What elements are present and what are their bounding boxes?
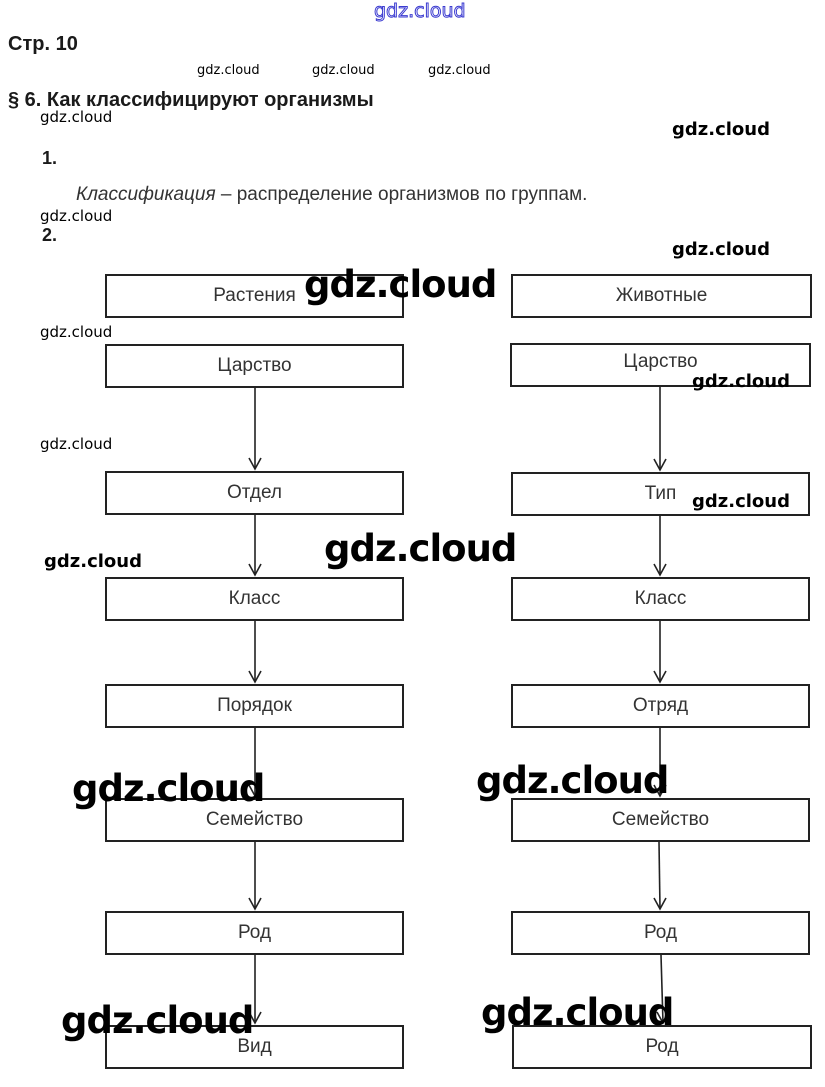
animals-level-box: Род: [511, 911, 810, 955]
arrow-down-icon: [248, 728, 262, 798]
watermark: gdz.cloud: [374, 0, 467, 23]
watermark: gdz.cloud: [40, 323, 113, 341]
arrow-down-icon: [248, 842, 262, 911]
watermark: gdz.cloud: [40, 207, 113, 225]
animals-level-genus-2: Род: [645, 1036, 679, 1057]
watermark: gdz.cloud: [476, 759, 669, 802]
arrow-down-icon: [653, 387, 667, 472]
watermark: gdz.cloud: [692, 491, 790, 512]
watermark: gdz.cloud: [481, 991, 674, 1034]
definition-body: – распределение организмов по группам.: [215, 184, 588, 205]
plants-level-box: Семейство: [105, 798, 404, 842]
animals-level-box: Отряд: [511, 684, 810, 728]
animals-level-kingdom: Царство: [623, 351, 698, 372]
watermark: gdz.cloud: [72, 767, 265, 810]
animals-level-box: Царство: [510, 343, 811, 387]
plants-level-box: Вид: [105, 1025, 404, 1069]
definition-text: Классификация – распределение организмов…: [76, 184, 587, 206]
watermark: gdz.cloud: [304, 263, 497, 306]
watermark: gdz.cloud: [692, 371, 790, 392]
animals-level-genus: Род: [643, 922, 678, 943]
animals-level-box: Семейство: [511, 798, 810, 842]
arrow-down-icon: [653, 516, 667, 577]
plants-level-box: Род: [105, 911, 404, 955]
plants-level-box: Класс: [105, 577, 404, 621]
animals-level-family: Семейство: [611, 809, 710, 830]
animals-level-box: Тип: [511, 472, 810, 516]
watermark: gdz.cloud: [672, 119, 770, 140]
watermark: gdz.cloud: [44, 551, 142, 572]
plants-level-family: Семейство: [205, 809, 304, 830]
watermark: gdz.cloud: [312, 63, 375, 78]
arrow-down-icon: [653, 841, 667, 911]
arrow-down-icon: [653, 621, 667, 684]
question-1-number: 1.: [42, 148, 58, 168]
page-reference: Стр. 10: [8, 33, 78, 55]
watermark: gdz.cloud: [40, 435, 113, 453]
plants-level-box: Царство: [105, 344, 404, 388]
section-title: § 6. Как классифицируют организмы: [8, 89, 374, 111]
plants-level-class: Класс: [228, 588, 281, 609]
arrow-down-icon: [248, 955, 262, 1025]
plants-level-kingdom: Царство: [217, 355, 292, 376]
watermark: gdz.cloud: [61, 999, 254, 1042]
plants-title-box: Растения: [105, 274, 404, 318]
animals-title: Животные: [615, 285, 708, 306]
definition-term: Классификация: [76, 184, 216, 205]
arrow-down-icon: [653, 728, 667, 798]
plants-title: Растения: [213, 285, 296, 306]
plants-level-species: Вид: [237, 1036, 272, 1057]
plants-level-box: Порядок: [105, 684, 404, 728]
animals-level-phylum: Тип: [644, 483, 677, 504]
plants-level-box: Отдел: [105, 471, 404, 515]
watermark: gdz.cloud: [672, 239, 770, 260]
animals-level-class: Класс: [634, 588, 687, 609]
plants-level-division: Отдел: [227, 482, 282, 503]
arrow-down-icon: [248, 621, 262, 684]
animals-level-box: Класс: [511, 577, 810, 621]
watermark: gdz.cloud: [197, 63, 260, 78]
animals-level-box: Род: [512, 1025, 812, 1069]
watermark: gdz.cloud: [40, 108, 113, 126]
arrow-down-icon: [248, 388, 262, 471]
arrow-down-icon: [248, 515, 262, 577]
plants-level-order: Порядок: [217, 695, 292, 716]
watermark: gdz.cloud: [428, 63, 491, 78]
question-2-number: 2.: [42, 225, 58, 245]
animals-title-box: Животные: [511, 274, 812, 318]
arrow-down-icon: [656, 954, 670, 1025]
plants-level-genus: Род: [237, 922, 272, 943]
animals-level-order: Отряд: [632, 695, 689, 716]
watermark: gdz.cloud: [324, 527, 517, 570]
